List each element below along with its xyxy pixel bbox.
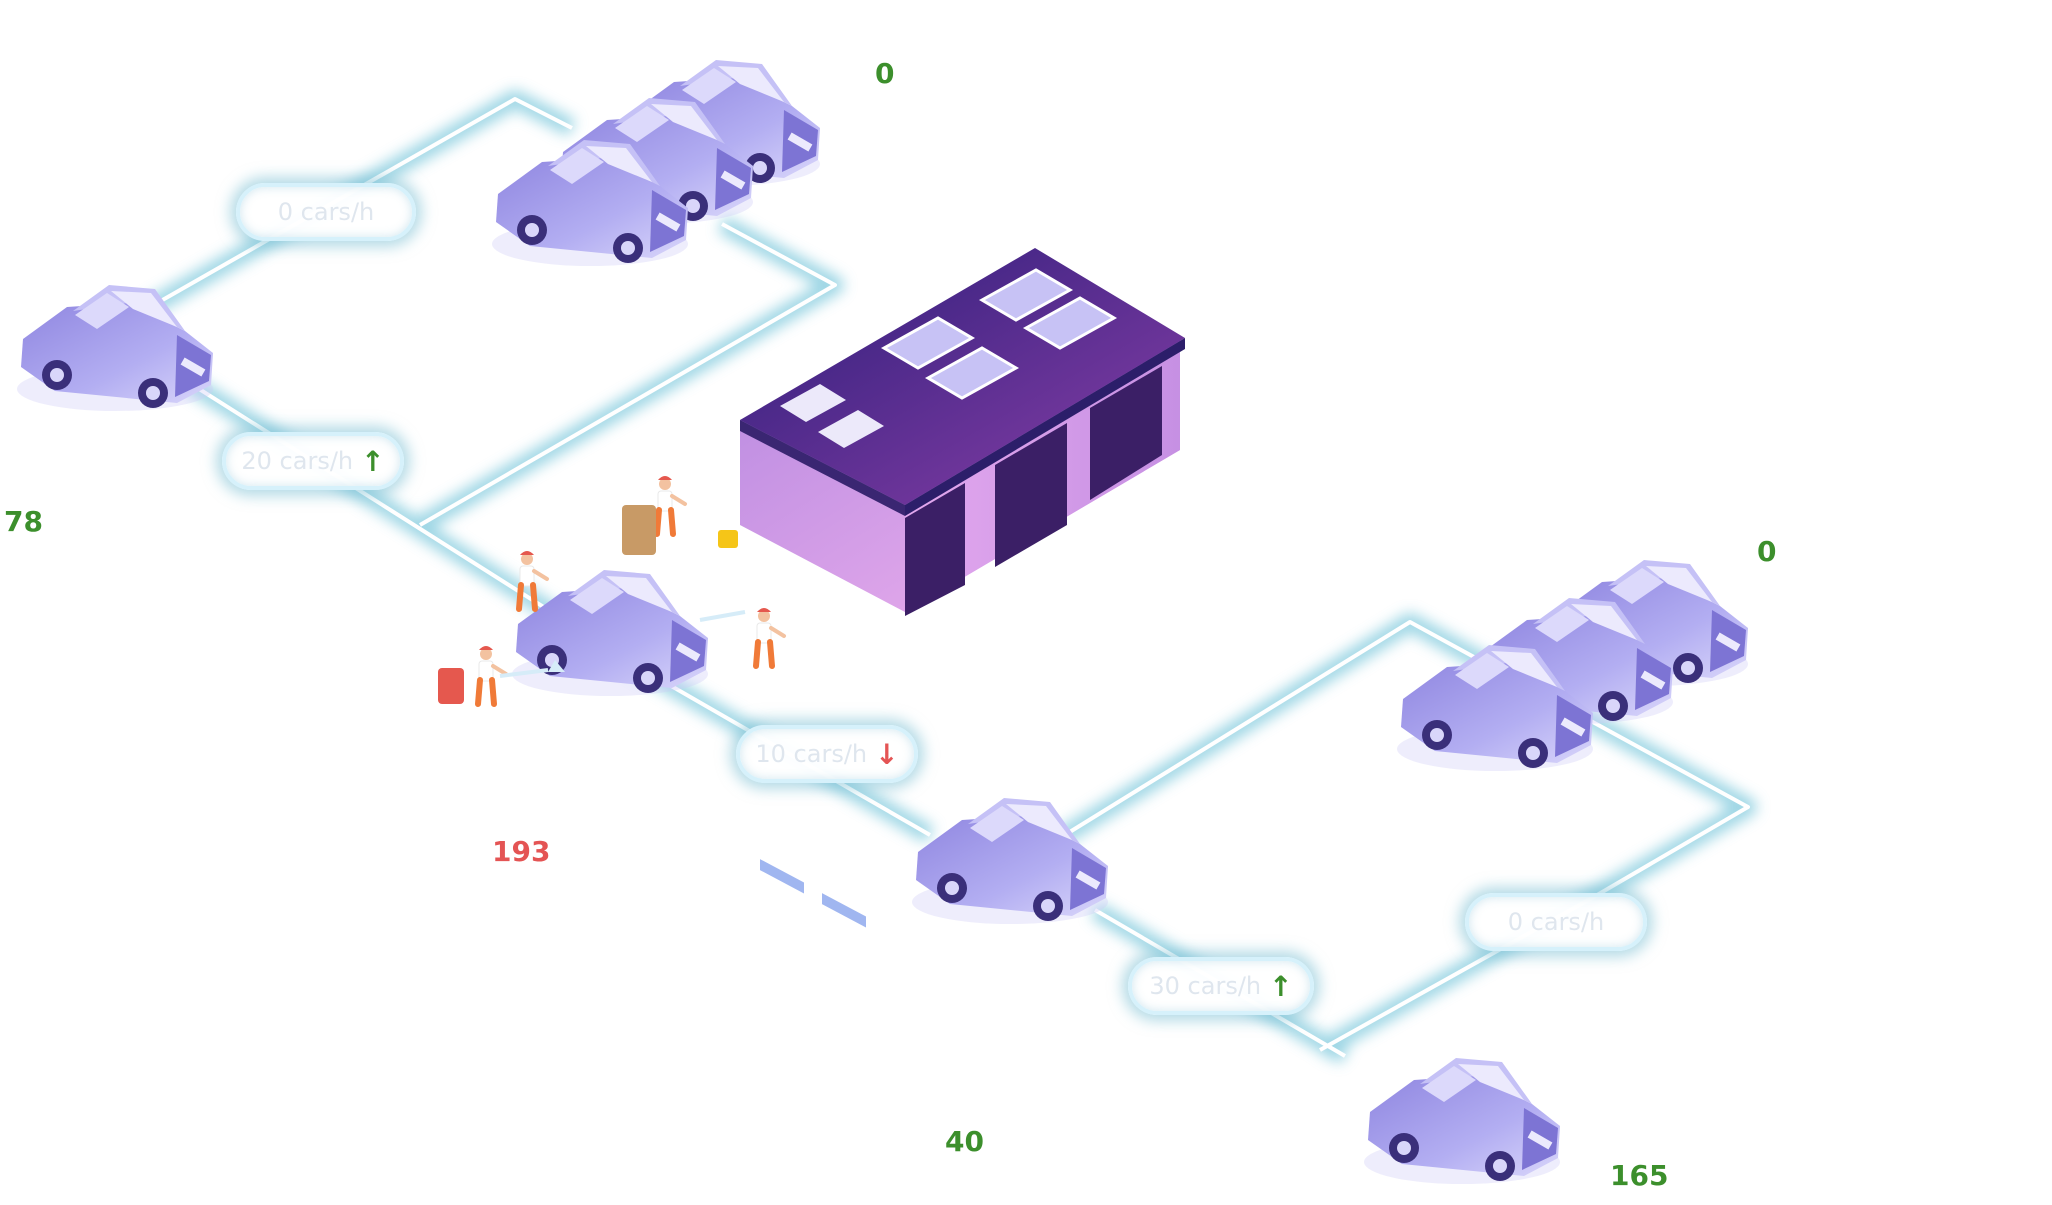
car-bottom <box>1364 1058 1560 1184</box>
rate-label: 10 cars/h <box>755 740 868 768</box>
rate-label: 0 cars/h <box>1507 908 1605 936</box>
rate-pill-wash-out: 10 cars/h ↓ <box>736 725 918 783</box>
rate-pill-bottom-branch: 30 cars/h ↑ <box>1128 957 1314 1015</box>
car-left <box>17 285 213 411</box>
rate-label: 0 cars/h <box>277 198 375 226</box>
trend-up-icon: ↑ <box>361 444 385 478</box>
car-washing <box>512 570 708 696</box>
water-spray <box>548 610 746 672</box>
count-wash-station: 193 <box>492 835 551 868</box>
count-bottom-car: 165 <box>1610 1159 1669 1192</box>
trend-up-icon: ↑ <box>1269 969 1293 1003</box>
rate-label: 20 cars/h <box>241 447 354 475</box>
count-middle-car: 40 <box>945 1125 984 1158</box>
rate-label: 30 cars/h <box>1149 972 1262 1000</box>
wash-worker-3 <box>756 608 784 666</box>
rate-pill-left-branch: 20 cars/h ↑ <box>222 432 404 490</box>
rate-pill-right-branch: 0 cars/h <box>1465 893 1647 951</box>
count-left-car: 78 <box>4 505 43 538</box>
pressure-washer <box>438 668 549 704</box>
trend-down-icon: ↓ <box>875 737 899 771</box>
count-top-queue: 0 <box>875 57 895 90</box>
seat-cleaning-station <box>622 505 738 555</box>
rate-pill-top-branch: 0 cars/h <box>236 183 416 241</box>
car-wash-building <box>740 248 1185 928</box>
wash-worker-2 <box>657 476 685 534</box>
count-right-queue: 0 <box>1757 535 1777 568</box>
